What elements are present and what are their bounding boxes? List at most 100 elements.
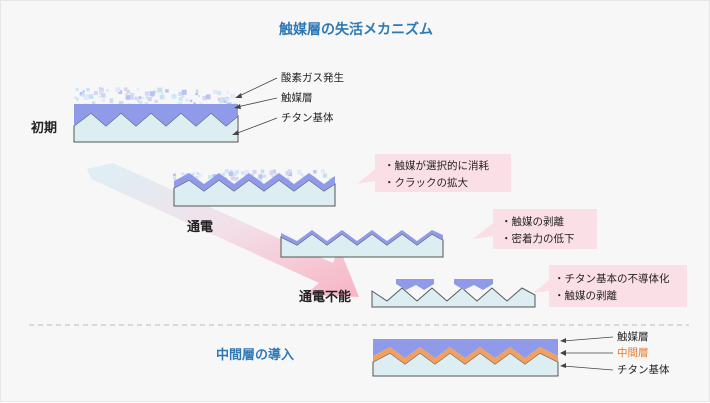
gas-bubble [136, 87, 140, 91]
gas-bubble [120, 101, 124, 104]
gas-bubble [198, 95, 201, 98]
gas-bubble [192, 172, 196, 175]
gas-bubble [178, 91, 183, 96]
gas-bubble [258, 174, 263, 179]
gas-bubble [76, 97, 79, 101]
gas-bubble [144, 102, 149, 106]
gas-bubble [269, 170, 275, 176]
gas-bubble [82, 90, 85, 93]
gas-bubble [202, 96, 207, 101]
gas-bubble [125, 93, 128, 96]
diagram-title: 触媒層の失活メカニズム [278, 21, 433, 38]
gas-bubble [221, 172, 225, 176]
gas-bubble [256, 177, 261, 182]
gas-bubble [101, 98, 106, 102]
gas-bubble [195, 92, 198, 96]
label-intermediate-substrate: チタン基体 [617, 363, 670, 376]
gas-bubble [225, 98, 229, 101]
stage-energized-label: 通電 [187, 219, 213, 235]
gas-bubble [88, 94, 94, 99]
initial-labels: 酸素ガス発生 触媒層 チタン基体 [232, 71, 344, 135]
gas-bubble [106, 89, 109, 92]
gas-bubble [199, 102, 203, 106]
gas-bubble [313, 170, 317, 174]
gas-bubble [130, 92, 133, 96]
gas-bubble [214, 174, 217, 177]
gas-bubble [226, 91, 229, 94]
gas-bubble [272, 173, 276, 177]
gas-bubble [263, 174, 267, 178]
initial-catalyst-layer [74, 104, 238, 126]
gas-bubble [230, 176, 235, 181]
gas-bubble [165, 89, 169, 93]
energized-catalyst-layer [174, 173, 335, 191]
peeled-catalyst-fragment-2 [454, 279, 493, 290]
gas-bubble [217, 91, 222, 96]
gas-bubble [198, 173, 202, 178]
callout-dead-line-2: ・触媒の剥離 [554, 289, 617, 302]
gas-bubble [195, 89, 199, 93]
gas-bubble [217, 97, 221, 101]
gas-bubble [118, 90, 123, 95]
gas-bubble [131, 97, 134, 100]
gas-bubble [145, 91, 151, 97]
gas-bubble [228, 171, 234, 177]
gas-bubble [181, 172, 184, 176]
later-catalyst-layer [281, 230, 443, 245]
gas-bubble [300, 173, 303, 176]
gas-bubble [99, 90, 104, 95]
gas-bubble [285, 171, 290, 176]
intermediate-electrode [372, 339, 559, 377]
gas-bubble [123, 87, 128, 91]
gas-bubble [235, 169, 239, 174]
gas-bubble [98, 87, 102, 90]
callout-later-line-1: ・触媒の剥離 [501, 215, 564, 228]
gas-bubble [297, 169, 302, 174]
label-titanium-substrate: チタン基体 [281, 111, 334, 124]
label-catalyst-layer: 触媒層 [281, 91, 313, 104]
gas-bubble [301, 174, 305, 178]
gas-bubble [79, 92, 84, 96]
gas-bubble [194, 176, 199, 180]
dead-electrode [371, 279, 536, 308]
gas-bubble [134, 96, 138, 100]
gas-bubble [240, 171, 245, 175]
gas-bubble [251, 173, 254, 176]
gas-bubble [181, 89, 187, 95]
intermediate-orange-layer [373, 347, 558, 364]
gas-bubble [287, 169, 292, 174]
intermediate-heading: 中間層の導入 [216, 347, 294, 363]
gas-bubble [235, 176, 239, 181]
label-oxygen-gas: 酸素ガス発生 [281, 71, 344, 84]
dead-substrate [371, 287, 536, 308]
gas-bubble [173, 173, 176, 177]
gas-bubble [150, 91, 155, 96]
gas-bubble [230, 93, 235, 99]
gas-bubble [75, 88, 79, 92]
callout-dead: ・チタン基本の不導体化 ・触媒の剥離 [533, 265, 687, 307]
gas-bubble [81, 93, 86, 97]
gas-bubble [125, 94, 131, 100]
callout-later-line-2: ・密着力の低下 [501, 232, 575, 245]
gas-bubble [221, 97, 225, 101]
gas-bubble [85, 94, 90, 99]
gas-bubble [207, 174, 212, 179]
gas-bubble [109, 98, 114, 102]
gas-bubble [161, 92, 164, 95]
gas-bubble [205, 94, 211, 100]
gas-bubble [157, 87, 163, 93]
gas-bubble [101, 93, 106, 98]
callout-energized-line-2: ・クラックの拡大 [384, 176, 468, 189]
callout-later: ・触媒の剥離 ・密着力の低下 [473, 209, 597, 249]
gas-bubble [260, 169, 265, 174]
initial-electrode [73, 87, 239, 143]
intermediate-labels: 触媒層 中間層 チタン基体 [560, 330, 670, 376]
gas-bubble [321, 169, 325, 173]
gas-bubble [99, 87, 104, 93]
gas-bubble [244, 169, 250, 175]
gas-bubble [147, 97, 152, 102]
gas-bubble [189, 99, 193, 103]
gas-bubble [145, 96, 149, 99]
